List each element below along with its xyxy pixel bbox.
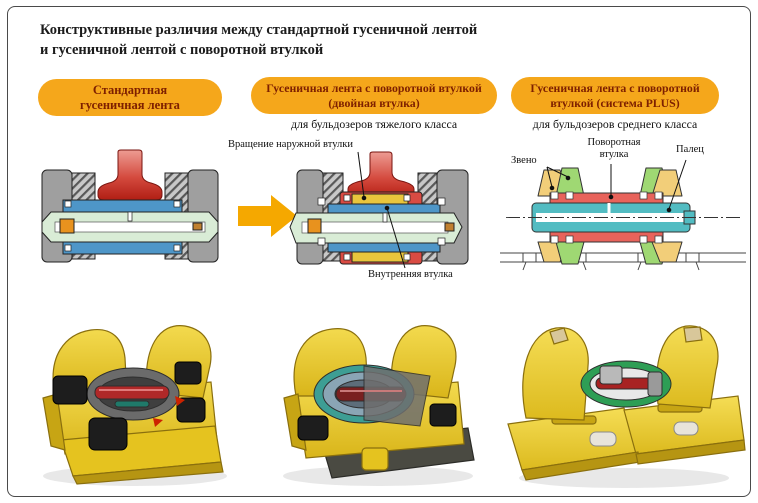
- page-border: [7, 6, 751, 497]
- label-link: Звено: [511, 155, 537, 166]
- pill-standard-line1: Стандартная: [92, 82, 168, 97]
- seal-right: [444, 222, 455, 232]
- sprocket-tooth: [97, 149, 163, 201]
- leader-lines: [357, 151, 406, 269]
- link-plates: [522, 325, 719, 421]
- pill-standard-line2: гусеничная лента: [80, 97, 180, 112]
- diagram-plus-schematic: [500, 159, 746, 271]
- seal-rings: [317, 194, 446, 261]
- pin-bore: [536, 213, 692, 222]
- track-shoe: [500, 252, 746, 271]
- outer-bushing-top: [351, 193, 409, 205]
- seal-left: [59, 218, 75, 234]
- oil-hole: [127, 211, 133, 222]
- diagram-double-bushing-cross-section: [289, 151, 469, 269]
- pill-plus-line2: втулкой (система PLUS): [550, 95, 680, 110]
- pill-plus-line1: Гусеничная лента с поворотной: [530, 81, 700, 96]
- label-inner-bushing: Внутренняя втулка: [368, 269, 453, 280]
- pill-double-bushing-track: Гусеничная лента с поворотной втулкой (д…: [251, 77, 497, 114]
- bolt-pads: [52, 361, 206, 451]
- cutaway-bushing: [580, 360, 672, 408]
- link-yellow-top-right: [651, 169, 683, 197]
- cutaway-bushing: [86, 367, 180, 421]
- subtitle-heavy-class: для бульдозеров тяжелого класса: [290, 117, 458, 131]
- pill-standard-track: Стандартная гусеничная лента: [38, 79, 222, 116]
- oil-hole: [382, 212, 388, 223]
- seal-right: [192, 222, 203, 231]
- label-outer-bushing-rotation: Вращение наружной втулки: [228, 139, 353, 150]
- bushing-cap: [599, 365, 623, 385]
- bushing-top: [62, 199, 183, 213]
- arrow-right-shape: [238, 195, 297, 237]
- leader-lines: [546, 159, 687, 213]
- label-rotating-bushing-line2: втулка: [599, 149, 629, 161]
- render-standard-link-cutaway: [42, 325, 227, 486]
- pin-bore: [301, 221, 449, 234]
- seal-collars: [589, 421, 699, 447]
- render-plus-system-cutaway: [507, 325, 746, 488]
- seal-rings: [64, 200, 181, 252]
- title-line-2: и гусеничной лентой с поворотной втулкой: [40, 42, 324, 59]
- seal-cut: [114, 400, 150, 408]
- label-pin: Палец: [676, 144, 704, 155]
- rotation-arrows: [153, 396, 185, 427]
- seal-left: [307, 218, 322, 234]
- subtitle-medium-class: для бульдозеров среднего класса: [532, 117, 698, 131]
- sprocket-tooth: [347, 151, 415, 197]
- pin-bore: [54, 221, 206, 233]
- pill-double-line2: (двойная втулка): [328, 95, 420, 110]
- pill-double-line1: Гусеничная лента с поворотной втулкой: [266, 81, 482, 96]
- title-line-1: Конструктивные различия между стандартно…: [40, 22, 478, 38]
- diagram-standard-cross-section: [41, 149, 219, 263]
- inner-bushing-top: [327, 203, 441, 214]
- seal-block: [647, 371, 663, 397]
- cut-face-tan: [549, 327, 569, 345]
- transition-arrow-icon: [238, 195, 297, 237]
- outer-bushing-bottom: [351, 251, 409, 263]
- seal-rings: [550, 191, 663, 244]
- bushing-bottom: [62, 241, 183, 255]
- bolt-pads: [297, 403, 457, 441]
- pin-cut: [94, 385, 170, 400]
- link-yellow-bottom-right: [651, 241, 683, 263]
- section-face: [363, 365, 431, 427]
- label-rotating-bushing-line1: Поворотная: [587, 137, 641, 148]
- label-rotating-bushing: Поворотная втулка: [570, 137, 658, 161]
- cutaway-bushing: [313, 364, 431, 427]
- page-title: Конструктивные различия между стандартно…: [40, 20, 560, 61]
- render-double-bushing-cutaway: [283, 325, 475, 486]
- pill-plus-system-track: Гусеничная лента с поворотной втулкой (с…: [511, 77, 719, 114]
- cut-face-tan: [683, 326, 703, 343]
- inner-bushing-bottom: [327, 242, 441, 253]
